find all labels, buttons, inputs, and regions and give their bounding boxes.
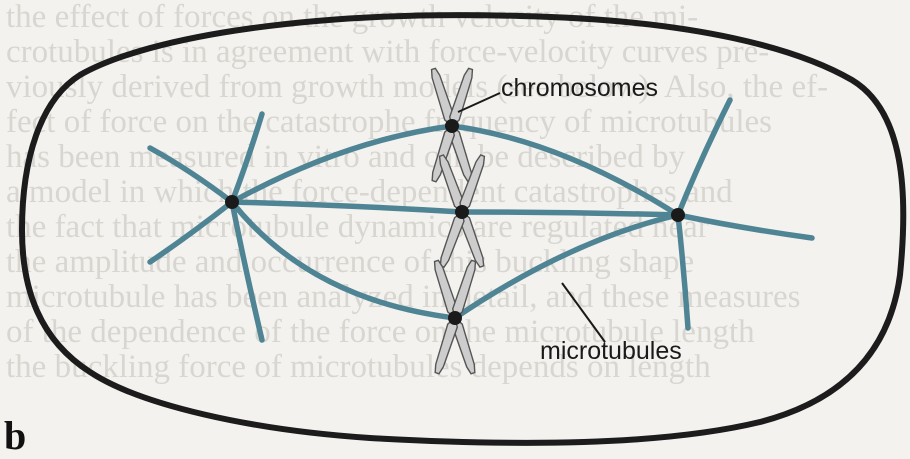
mitosis-diagram	[0, 0, 910, 449]
centrosome-right	[671, 208, 685, 222]
chromosomes-label: chromosomes	[501, 74, 658, 103]
microtubules-label: microtubules	[540, 337, 682, 366]
centrosome-left	[225, 195, 239, 209]
centromere-middle	[455, 205, 469, 219]
panel-letter: b	[4, 412, 26, 459]
centromere-bottom	[448, 311, 462, 325]
microtubules	[150, 100, 812, 340]
microtubules-leader-line	[562, 283, 605, 342]
centromere-top	[445, 119, 459, 133]
